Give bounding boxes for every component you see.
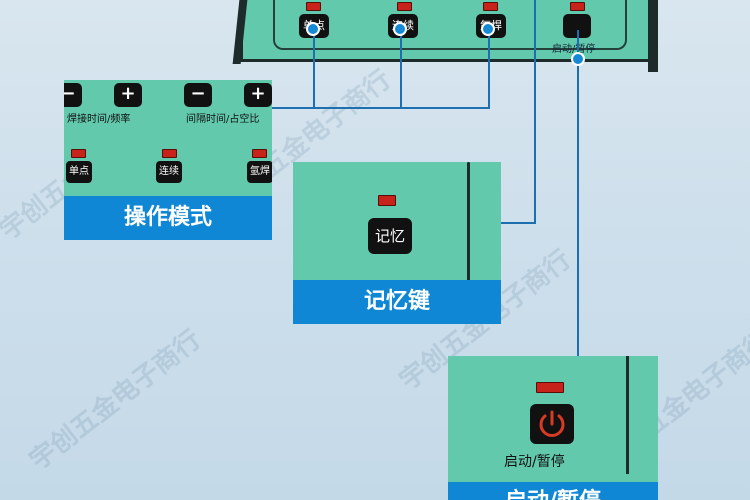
start-pause-button[interactable] <box>530 404 574 444</box>
connector-line <box>400 30 402 108</box>
led-indicator <box>71 149 86 158</box>
power-icon <box>539 410 565 437</box>
connector-line <box>577 30 579 356</box>
weld-time-frequency-label: 焊接时间/频率 <box>67 114 131 125</box>
led-indicator <box>252 149 267 158</box>
start-pause-panel: 启动/暂停 启动/暂停 <box>448 356 658 500</box>
led-indicator <box>306 2 321 11</box>
led-indicator <box>378 195 396 206</box>
connector-dot <box>306 22 320 36</box>
plus-button[interactable]: + <box>244 83 272 107</box>
memory-key-caption: 记忆键 <box>293 280 501 324</box>
device-start-label: 启动/暂停 <box>552 44 596 55</box>
panel-frame <box>273 0 627 50</box>
device-right-edge <box>648 0 658 72</box>
connector-line <box>500 222 536 224</box>
argon-weld-button[interactable]: 氩焊 <box>247 161 272 183</box>
led-indicator <box>162 149 177 158</box>
led-indicator <box>483 2 498 11</box>
led-indicator <box>397 2 412 11</box>
connector-line <box>534 0 536 224</box>
watermark: 宇创五金电子商行 <box>24 324 207 477</box>
memory-button[interactable]: 记忆 <box>368 218 412 254</box>
single-button[interactable]: 单点 <box>66 161 92 183</box>
operation-mode-caption: 操作模式 <box>64 196 272 240</box>
connector-dot <box>393 22 407 36</box>
start-pause-label: 启动/暂停 <box>504 454 565 470</box>
interval-duty-label: 间隔时间/占空比 <box>186 114 260 125</box>
minus-button[interactable]: − <box>184 83 212 107</box>
led-indicator <box>536 382 564 393</box>
connector-line <box>313 30 315 108</box>
continuous-button[interactable]: 连续 <box>156 161 182 183</box>
memory-key-panel: 记忆 记忆键 <box>293 162 501 324</box>
led-indicator <box>570 2 585 11</box>
panel-border-line <box>467 162 470 282</box>
plus-button[interactable]: + <box>114 83 142 107</box>
connector-dot <box>571 52 585 66</box>
connector-dot <box>481 22 495 36</box>
panel-border-line <box>626 356 629 474</box>
connector-line <box>488 30 490 108</box>
operation-mode-panel: − + 焊接时间/频率 − + 间隔时间/占空比 单点 连续 氩焊 操作模式 <box>64 80 272 240</box>
start-pause-caption: 启动/暂停 <box>448 482 658 500</box>
minus-button[interactable]: − <box>64 83 82 107</box>
connector-line <box>270 107 490 109</box>
